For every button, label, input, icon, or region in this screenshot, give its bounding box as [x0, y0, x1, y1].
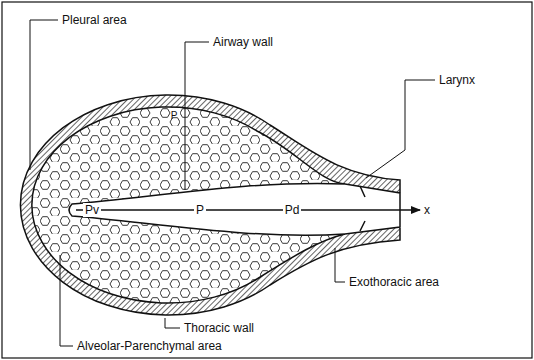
thoracic-wall [20, 95, 400, 315]
x-axis [76, 209, 420, 210]
part-label: Alveolar-Parenchymal area [77, 339, 222, 353]
part-label: Larynx [439, 73, 475, 87]
part-label: Thoracic wall [184, 321, 254, 335]
leader-lines [30, 20, 435, 346]
pressure-symbol: P [194, 203, 206, 217]
alveolar-region [32, 107, 345, 303]
axis-label: x [424, 203, 430, 217]
larynx-fold [360, 186, 365, 231]
part-label: Pleural area [62, 13, 127, 27]
airway-wall [69, 183, 345, 235]
pressure-symbol: P [171, 109, 178, 123]
pressure-symbol: Pv [83, 203, 101, 217]
part-label: Exothoracic area [349, 275, 439, 289]
part-label: Airway wall [213, 35, 273, 49]
pressure-symbol: Pd [283, 203, 302, 217]
